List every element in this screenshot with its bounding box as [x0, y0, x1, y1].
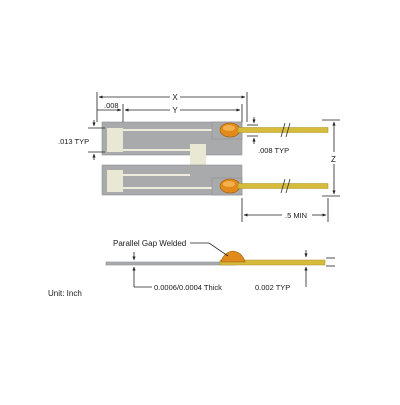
foil-grid-upper [123, 129, 212, 151]
gauge-lower [101, 164, 243, 196]
foil-grid-lower [123, 174, 212, 189]
label-5-min: .5 MIN [285, 211, 307, 220]
weld-leader-line [190, 242, 229, 257]
label-y: Y [172, 106, 178, 115]
grid-pad-lower-left [107, 170, 123, 192]
wire-break-upper [280, 122, 291, 138]
label-0002-typ: 0.002 TYP [255, 283, 290, 292]
label-unit: Unit: Inch [48, 289, 82, 298]
solder-highlight-lower [223, 181, 235, 187]
grid-pad-upper-right [190, 144, 206, 168]
label-008: .008 [104, 101, 119, 110]
dimension-y [97, 104, 243, 122]
dimension-0002-typ [304, 250, 335, 287]
side-lead-wire [219, 259, 326, 266]
side-view [105, 250, 326, 266]
label-013-typ: .013 TYP [58, 137, 89, 146]
label-parallel-gap-welded: Parallel Gap Welded [113, 239, 186, 248]
dimension-5-min [241, 198, 329, 222]
dimension-008-typ [247, 117, 258, 144]
dimension-z [322, 119, 340, 197]
wire-break-lower [280, 178, 291, 194]
grid-pad-upper-left [107, 128, 123, 152]
lead-wires-top-view [237, 122, 329, 194]
dimension-x [96, 92, 248, 122]
label-008-typ: .008 TYP [258, 146, 289, 155]
dimension-thickness [132, 252, 152, 288]
solder-highlight-upper [223, 125, 235, 131]
gauge-upper [101, 121, 243, 168]
side-backing [105, 261, 237, 266]
label-thickness: 0.0006/0.0004 Thick [154, 283, 222, 292]
label-x: X [172, 93, 178, 102]
side-solder-joint [220, 250, 246, 263]
dimension-013-typ [88, 120, 105, 160]
label-z: Z [331, 155, 336, 164]
